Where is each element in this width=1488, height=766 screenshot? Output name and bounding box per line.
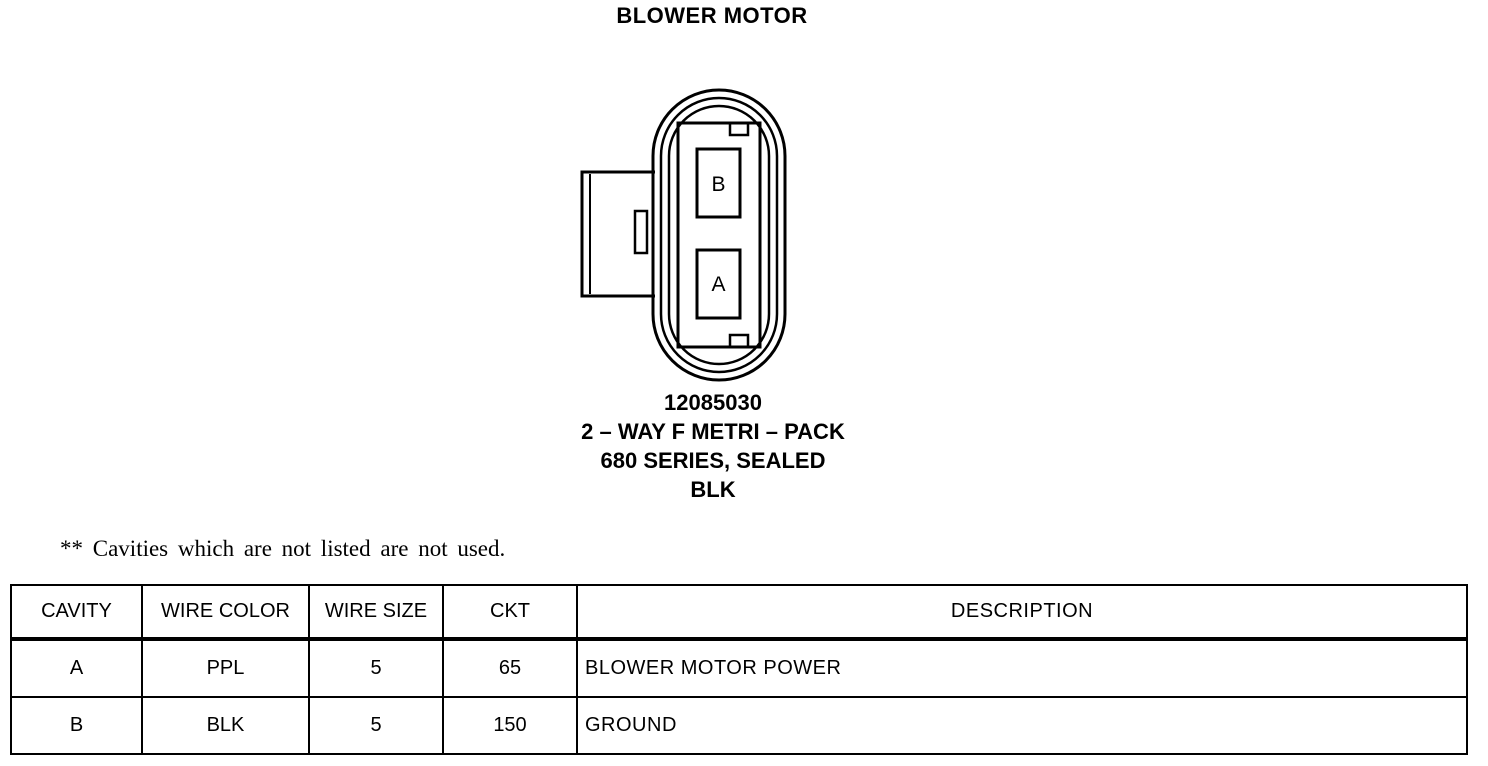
cell-wire-color: PPL xyxy=(141,638,310,698)
table-row: B BLK 5 150 GROUND xyxy=(10,695,1468,755)
cell-ckt: 150 xyxy=(442,695,578,755)
header-wire-size: WIRE SIZE xyxy=(308,584,444,641)
header-wire-color: WIRE COLOR xyxy=(141,584,310,641)
part-number: 12085030 xyxy=(664,390,762,415)
cavity-a-label: A xyxy=(711,273,725,296)
connector-diagram: B A xyxy=(580,88,787,382)
cell-description: BLOWER MOTOR POWER xyxy=(576,638,1468,698)
cavity-a: A xyxy=(695,248,742,320)
table-row: A PPL 5 65 BLOWER MOTOR POWER xyxy=(10,638,1468,698)
cavity-note: ** Cavities which are not listed are not… xyxy=(60,536,506,561)
cell-wire-color: BLK xyxy=(141,695,310,755)
header-ckt: CKT xyxy=(442,584,578,641)
cell-cavity: B xyxy=(10,695,143,755)
header-description: DESCRIPTION xyxy=(576,584,1468,641)
header-cavity: CAVITY xyxy=(10,584,143,641)
cell-description: GROUND xyxy=(576,695,1468,755)
pinout-table: CAVITY WIRE COLOR WIRE SIZE CKT DESCRIPT… xyxy=(10,584,1468,755)
cell-wire-size: 5 xyxy=(308,638,444,698)
connector-type: 2 – WAY F METRI – PACK xyxy=(581,419,845,444)
cell-wire-size: 5 xyxy=(308,695,444,755)
connector-info: 12085030 2 – WAY F METRI – PACK 680 SERI… xyxy=(563,388,863,504)
connector-body xyxy=(651,88,787,382)
page-title: BLOWER MOTOR xyxy=(616,3,808,28)
table-header-row: CAVITY WIRE COLOR WIRE SIZE CKT DESCRIPT… xyxy=(10,584,1468,641)
cell-ckt: 65 xyxy=(442,638,578,698)
cavity-b-label: B xyxy=(711,173,725,196)
cavity-b: B xyxy=(695,147,742,219)
connector-color: BLK xyxy=(690,477,736,502)
connector-latch xyxy=(580,170,655,298)
connector-series: 680 SERIES, SEALED xyxy=(600,448,826,473)
cell-cavity: A xyxy=(10,638,143,698)
